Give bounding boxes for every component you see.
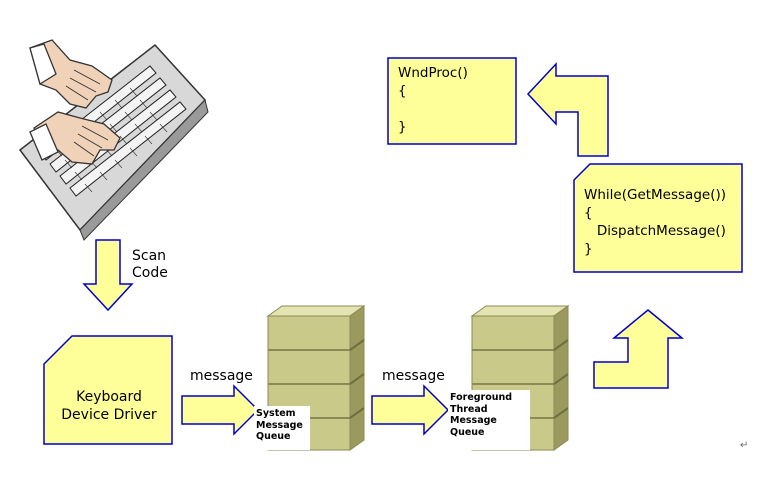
message-loop-code: While(GetMessage()) { DispatchMessage() … — [584, 187, 727, 257]
scan-code-label: Scan Code — [132, 248, 168, 281]
return-mark: ↵ — [740, 440, 749, 451]
system-queue-label: System Message Queue — [256, 408, 303, 442]
bent-left-arrow — [526, 62, 609, 157]
bent-up-arrow — [593, 309, 685, 389]
scan-code-arrow — [82, 239, 134, 312]
message-label-1: message — [190, 368, 253, 384]
keyboard-driver-box — [43, 335, 173, 445]
message-label-2: message — [382, 368, 445, 384]
message-arrow-2 — [371, 384, 450, 436]
foreground-queue-label: Foreground Thread Message Queue — [450, 392, 513, 438]
keyboard-driver-label: Keyboard Device Driver — [61, 389, 157, 423]
message-arrow-1 — [181, 384, 260, 436]
wndproc-box — [387, 57, 517, 145]
message-loop-box — [573, 163, 743, 273]
keyboard-with-hands-icon — [18, 39, 209, 241]
system-message-queue-stack — [254, 305, 366, 451]
wndproc-code: WndProc() { } — [398, 65, 468, 135]
foreground-queue-stack — [448, 305, 570, 451]
